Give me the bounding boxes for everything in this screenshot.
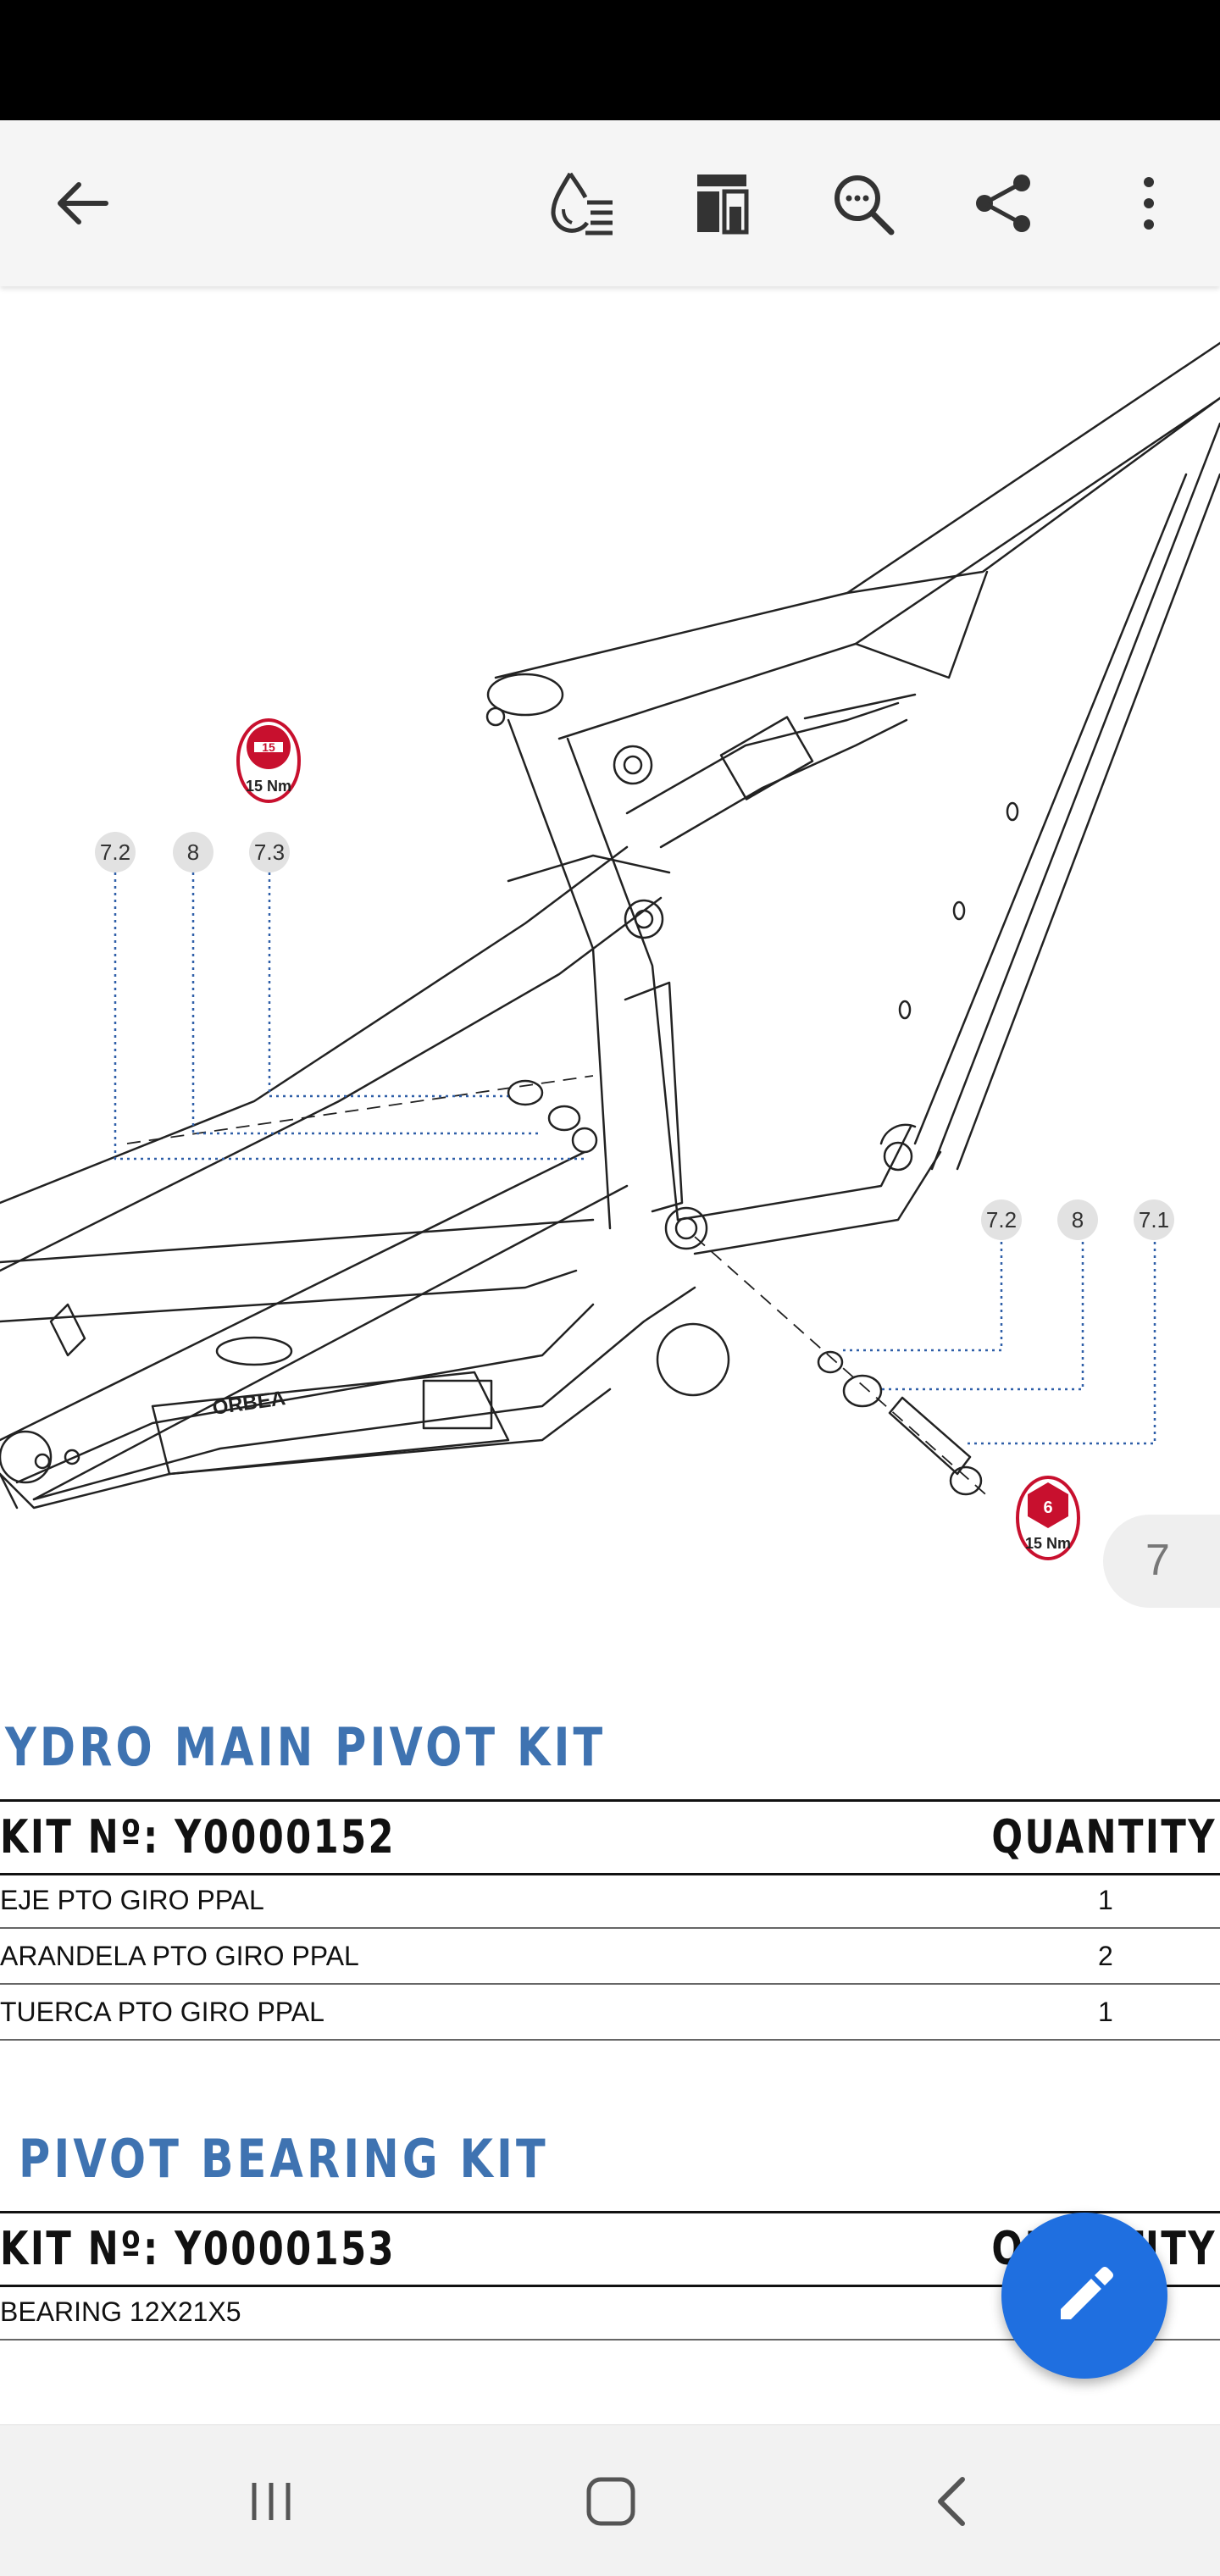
callout-7-2-left: 7.2 (100, 839, 130, 865)
torque-bottom-unit: 15 Nm (1025, 1535, 1071, 1552)
more-vert-icon[interactable] (1106, 161, 1191, 246)
item-name: BEARING 12X21X5 (0, 2296, 241, 2327)
share-icon[interactable] (961, 161, 1045, 246)
document-viewer[interactable]: ORBEA 7.2 8 7.3 7.2 8 (0, 286, 1220, 2424)
torque-top-value: 15 (262, 740, 275, 754)
callout-8-left: 8 (187, 839, 199, 865)
item-name: ARANDELA PTO GIRO PPAL (0, 1941, 359, 1971)
torque-top-unit: 15 Nm (246, 778, 291, 795)
item-name: TUERCA PTO GIRO PPAL (0, 1997, 324, 2027)
page-layout-icon[interactable] (679, 161, 764, 246)
frame-brand-label: ORBEA (211, 1387, 287, 1420)
item-qty: 1 (1098, 1885, 1113, 1915)
app-toolbar (0, 120, 1220, 286)
recent-apps-icon[interactable] (225, 2459, 318, 2544)
kit-number: KIT Nº: Y0000153 (0, 2222, 396, 2275)
table-row: EJE PTO GIRO PPAL 1 (0, 1873, 1220, 1929)
kit-number: KIT Nº: Y0000152 (0, 1810, 396, 1864)
torque-badge-bottom: 6 15 Nm (1016, 1476, 1080, 1560)
callout-7-2-right: 7.2 (986, 1207, 1017, 1233)
edit-fab-button[interactable] (1001, 2213, 1167, 2379)
callout-8-right: 8 (1072, 1207, 1084, 1233)
reading-mode-icon[interactable] (539, 161, 624, 246)
back-icon[interactable] (905, 2459, 998, 2544)
pencil-icon (1061, 2267, 1113, 2319)
section-title-main-pivot-kit: YDRO MAIN PIVOT KIT (5, 1716, 607, 1778)
table-row: ARANDELA PTO GIRO PPAL 2 (0, 1929, 1220, 1985)
table-row: TUERCA PTO GIRO PPAL 1 (0, 1985, 1220, 2041)
callout-7-1-right: 7.1 (1139, 1207, 1169, 1233)
search-icon[interactable] (820, 161, 905, 246)
home-icon[interactable] (564, 2459, 657, 2544)
callout-7-3-left: 7.3 (254, 839, 285, 865)
kit-header-row: KIT Nº: Y0000152 QUANTITY (0, 1799, 1220, 1875)
torque-badge-top: 15 15 Nm (236, 718, 301, 803)
item-qty: 2 (1098, 1941, 1113, 1971)
system-nav-bar (0, 2424, 1220, 2576)
torque-bottom-value: 6 (1043, 1499, 1052, 1517)
page-number: 7 (1145, 1536, 1170, 1585)
callouts-left: 7.2 8 7.3 (95, 832, 290, 873)
item-name: EJE PTO GIRO PPAL (0, 1885, 264, 1915)
bike-frame-diagram: ORBEA 7.2 8 7.3 7.2 8 (0, 341, 1220, 1560)
status-bar (0, 0, 1220, 120)
page-number-indicator[interactable]: 7 (1103, 1515, 1220, 1608)
item-qty: 1 (1098, 1997, 1113, 2027)
callouts-right: 7.2 8 7.1 (981, 1199, 1174, 1240)
section-title-pivot-bearing-kit: PIVOT BEARING KIT (19, 2128, 549, 2190)
table-row: BEARING 12X21X5 (0, 2285, 1220, 2341)
quantity-header: QUANTITY (991, 1810, 1217, 1864)
back-arrow-icon[interactable] (41, 161, 125, 246)
